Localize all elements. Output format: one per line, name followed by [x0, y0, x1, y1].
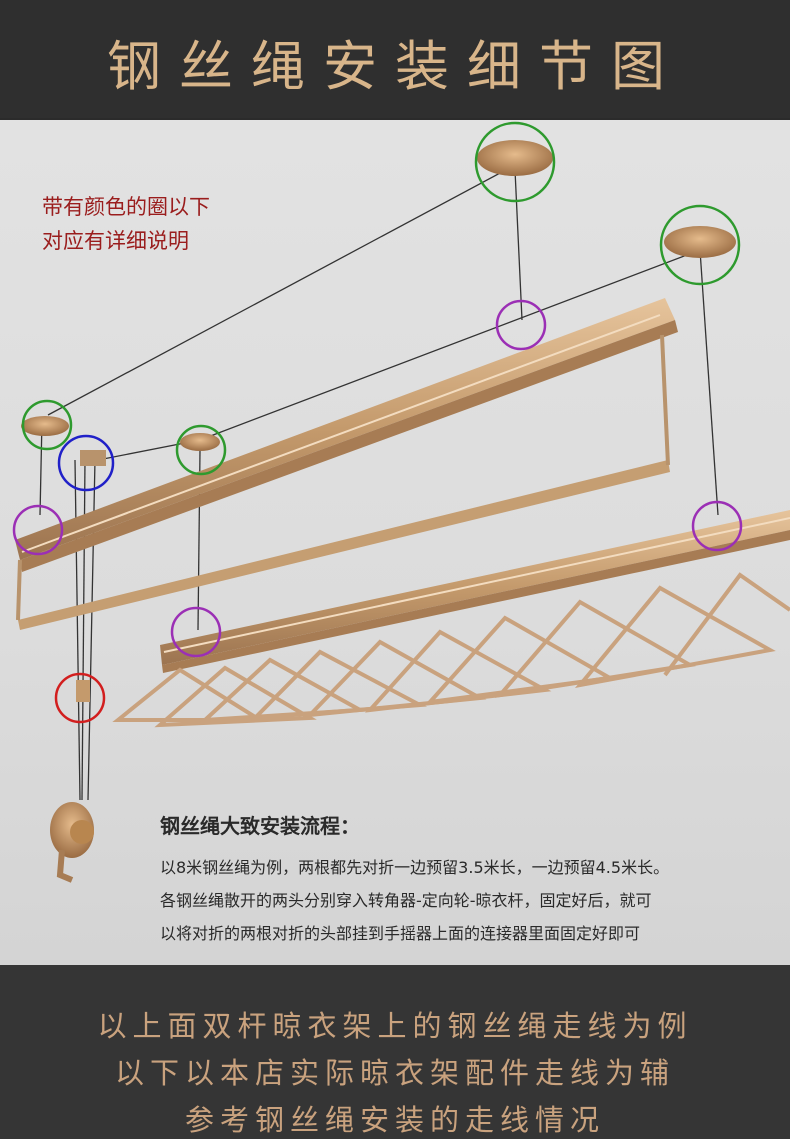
footer-line: 以上面双杆晾衣架上的钢丝绳走线为例 — [97, 1009, 693, 1043]
blue-marker-circle — [57, 434, 115, 492]
steps-title: 钢丝绳大致安装流程： — [160, 814, 360, 838]
green-marker-circle — [659, 204, 741, 286]
drying-rack-diagram — [12, 121, 790, 883]
ceiling-mounts — [21, 140, 736, 466]
purple-marker-circle — [170, 606, 222, 658]
purple-marker-circle — [12, 504, 64, 556]
green-marker-circle — [474, 121, 556, 203]
footer-line: 以下以本店实际晾衣架配件走线为辅 — [114, 1056, 675, 1090]
note-line: 带有颜色的圈以下 — [42, 195, 210, 219]
footer-banner: 以上面双杆晾衣架上的钢丝绳走线为例 以下以本店实际晾衣架配件走线为辅 参考钢丝绳… — [0, 965, 790, 1139]
red-marker-circle — [54, 672, 106, 724]
hand-crank — [50, 680, 94, 883]
page-title: 钢丝绳安装细节图 — [107, 35, 683, 98]
install-steps: 钢丝绳大致安装流程： 以8米钢丝绳为例，两根都先对折一边预留3.5米长，一边预留… — [160, 810, 785, 950]
color-circle-note: 带有颜色的圈以下 对应有详细说明 — [42, 190, 210, 258]
steps-line: 以8米钢丝绳为例，两根都先对折一边预留3.5米长，一边预留4.5米长。 — [160, 858, 670, 877]
marker-circles — [12, 121, 743, 724]
product-illustration: 带有颜色的圈以下 对应有详细说明 钢丝绳大致安装流程： 以8米钢丝绳为例，两根都… — [0, 120, 790, 965]
green-marker-circle — [175, 424, 227, 476]
clothes-hangers — [112, 572, 790, 728]
lower-rail — [160, 510, 790, 673]
green-marker-circle — [21, 399, 73, 451]
upper-rail — [15, 298, 678, 630]
steps-line: 各钢丝绳散开的两头分别穿入转角器-定向轮-晾衣杆，固定好后，就可 — [160, 891, 652, 910]
header-banner: 钢丝绳安装细节图 — [0, 0, 790, 118]
footer-line: 参考钢丝绳安装的走线情况 — [184, 1103, 605, 1137]
steps-line: 以将对折的两根对折的头部挂到手摇器上面的连接器里面固定好即可 — [160, 924, 641, 943]
purple-marker-circle — [495, 299, 547, 351]
note-line: 对应有详细说明 — [42, 229, 189, 253]
purple-marker-circle — [691, 500, 743, 552]
